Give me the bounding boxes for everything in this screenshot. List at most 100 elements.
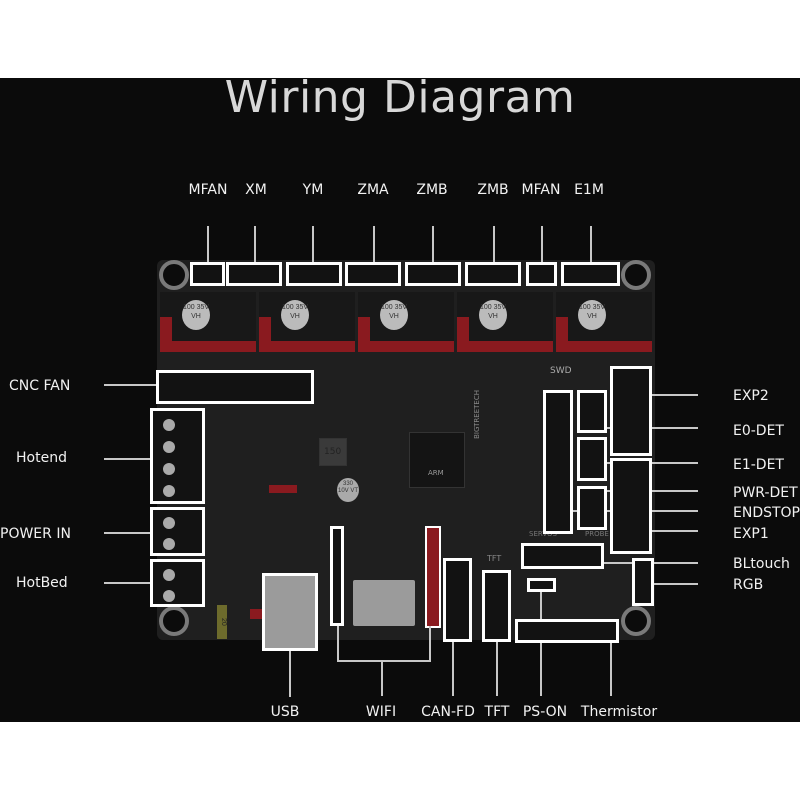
label-xm: XM [245, 182, 267, 198]
leader-line [541, 226, 543, 262]
label-wifi: WIFI [365, 704, 397, 720]
label-bltouch: BLtouch [733, 556, 790, 572]
leader-line [207, 226, 209, 262]
connector-pwr-det[interactable] [577, 486, 607, 530]
probe-label: PROBE [585, 530, 609, 538]
sd-card-slot [353, 580, 415, 626]
tft-silk-label: TFT [487, 554, 502, 563]
label-e1-det: E1-DET [733, 457, 784, 473]
leader-line [654, 583, 698, 585]
label-exp2: EXP2 [733, 388, 769, 404]
inductor: 150 [319, 438, 347, 466]
connector-e1-det[interactable] [577, 437, 607, 481]
connector-xm[interactable] [226, 262, 282, 286]
leader-line [610, 643, 612, 696]
leader-line [652, 530, 698, 532]
capacitor: 100 35V VH [281, 300, 309, 330]
label-ym: YM [302, 182, 324, 198]
mcu-label: ARM [428, 469, 444, 477]
terminal-power-in[interactable] [150, 507, 205, 556]
connector-mfan-1[interactable] [190, 262, 225, 286]
connector-thermistor[interactable] [515, 619, 619, 643]
usb-port[interactable] [262, 573, 318, 651]
connector-zma[interactable] [345, 262, 401, 286]
mcu-chip: ARM [409, 432, 465, 488]
capacitor: 100 35V VH [380, 300, 408, 330]
connector-ps-on[interactable] [527, 578, 556, 592]
leader-line [432, 226, 434, 262]
stepper-driver-slot: 100 35V VH [160, 292, 256, 352]
leader-line [254, 226, 256, 262]
label-hotend: Hotend [16, 450, 67, 466]
leader-line [104, 582, 150, 584]
connector-exp2[interactable] [610, 366, 652, 456]
connector-wifi-left[interactable] [330, 526, 344, 626]
diagram-canvas: Wiring Diagram MFAN XM YM ZMA ZMB ZMB MF… [0, 76, 800, 722]
leader-line [652, 394, 698, 396]
label-power-in: POWER IN [0, 526, 71, 542]
label-hotbed: HotBed [16, 575, 68, 591]
connector-bltouch[interactable] [521, 543, 604, 569]
label-pwr-det: PWR-DET [733, 485, 798, 501]
connector-e1m[interactable] [561, 262, 620, 286]
fuse-bed: 20 [217, 605, 227, 639]
capacitor: 100 35V VH [182, 300, 210, 330]
servos-label: SERVOS [529, 530, 557, 538]
connector-can-fd[interactable] [443, 558, 472, 642]
leader-line [373, 226, 375, 262]
label-e1m: E1M [574, 182, 604, 198]
main-capacitor: 330 10V VT [337, 478, 359, 502]
label-zma: ZMA [357, 182, 389, 198]
connector-ym[interactable] [286, 262, 342, 286]
brand-label: BIGTREETECH [473, 390, 481, 439]
terminal-hotend[interactable] [150, 408, 205, 504]
mounting-hole [621, 260, 651, 290]
jumper [269, 485, 297, 493]
leader-line [493, 226, 495, 262]
leader-line [381, 662, 383, 696]
label-zmb-2: ZMB [477, 182, 509, 198]
leader-line [590, 226, 592, 262]
inductor-label: 150 [324, 447, 342, 457]
wifi-header [425, 526, 441, 628]
label-rgb: RGB [733, 577, 764, 593]
stepper-driver-slot: 100 35V VH [457, 292, 553, 352]
leader-line [496, 642, 498, 696]
leader-line [312, 226, 314, 262]
connector-mfan-2[interactable] [526, 262, 557, 286]
label-mfan-2: MFAN [521, 182, 561, 198]
label-mfan-1: MFAN [188, 182, 228, 198]
leader-line [289, 651, 291, 697]
connector-zmb-1[interactable] [405, 262, 461, 286]
connector-rgb[interactable] [632, 558, 654, 606]
leader-line [452, 642, 454, 696]
label-can-fd: CAN-FD [421, 704, 475, 720]
label-usb: USB [270, 704, 300, 720]
label-cnc-fan: CNC FAN [9, 378, 71, 394]
label-exp1: EXP1 [733, 526, 769, 542]
label-endstop: ENDSTOP [733, 505, 800, 521]
connector-tft[interactable] [482, 570, 511, 642]
leader-line [540, 592, 542, 696]
connector-cnc-fan[interactable] [156, 370, 314, 404]
mounting-hole [621, 606, 651, 636]
label-thermistor: Thermistor [580, 704, 658, 720]
connector-zmb-2[interactable] [465, 262, 521, 286]
wifi-bracket [337, 626, 431, 662]
stepper-driver-slot: 100 35V VH [358, 292, 454, 352]
swd-label: SWD [550, 366, 572, 376]
leader-line [104, 532, 150, 534]
label-e0-det: E0-DET [733, 423, 784, 439]
stepper-driver-slot: 100 35V VH [259, 292, 355, 352]
connector-exp1[interactable] [610, 458, 652, 554]
leader-line [104, 458, 150, 460]
label-ps-on: PS-ON [522, 704, 568, 720]
terminal-hotbed[interactable] [150, 559, 205, 607]
mounting-hole [159, 260, 189, 290]
connector-e0-det[interactable] [577, 390, 607, 433]
capacitor: 100 35V VH [479, 300, 507, 330]
label-zmb-1: ZMB [416, 182, 448, 198]
connector-endstops[interactable] [543, 390, 573, 534]
capacitor: 100 35V VH [578, 300, 606, 330]
stepper-driver-slot: 100 35V VH [556, 292, 652, 352]
